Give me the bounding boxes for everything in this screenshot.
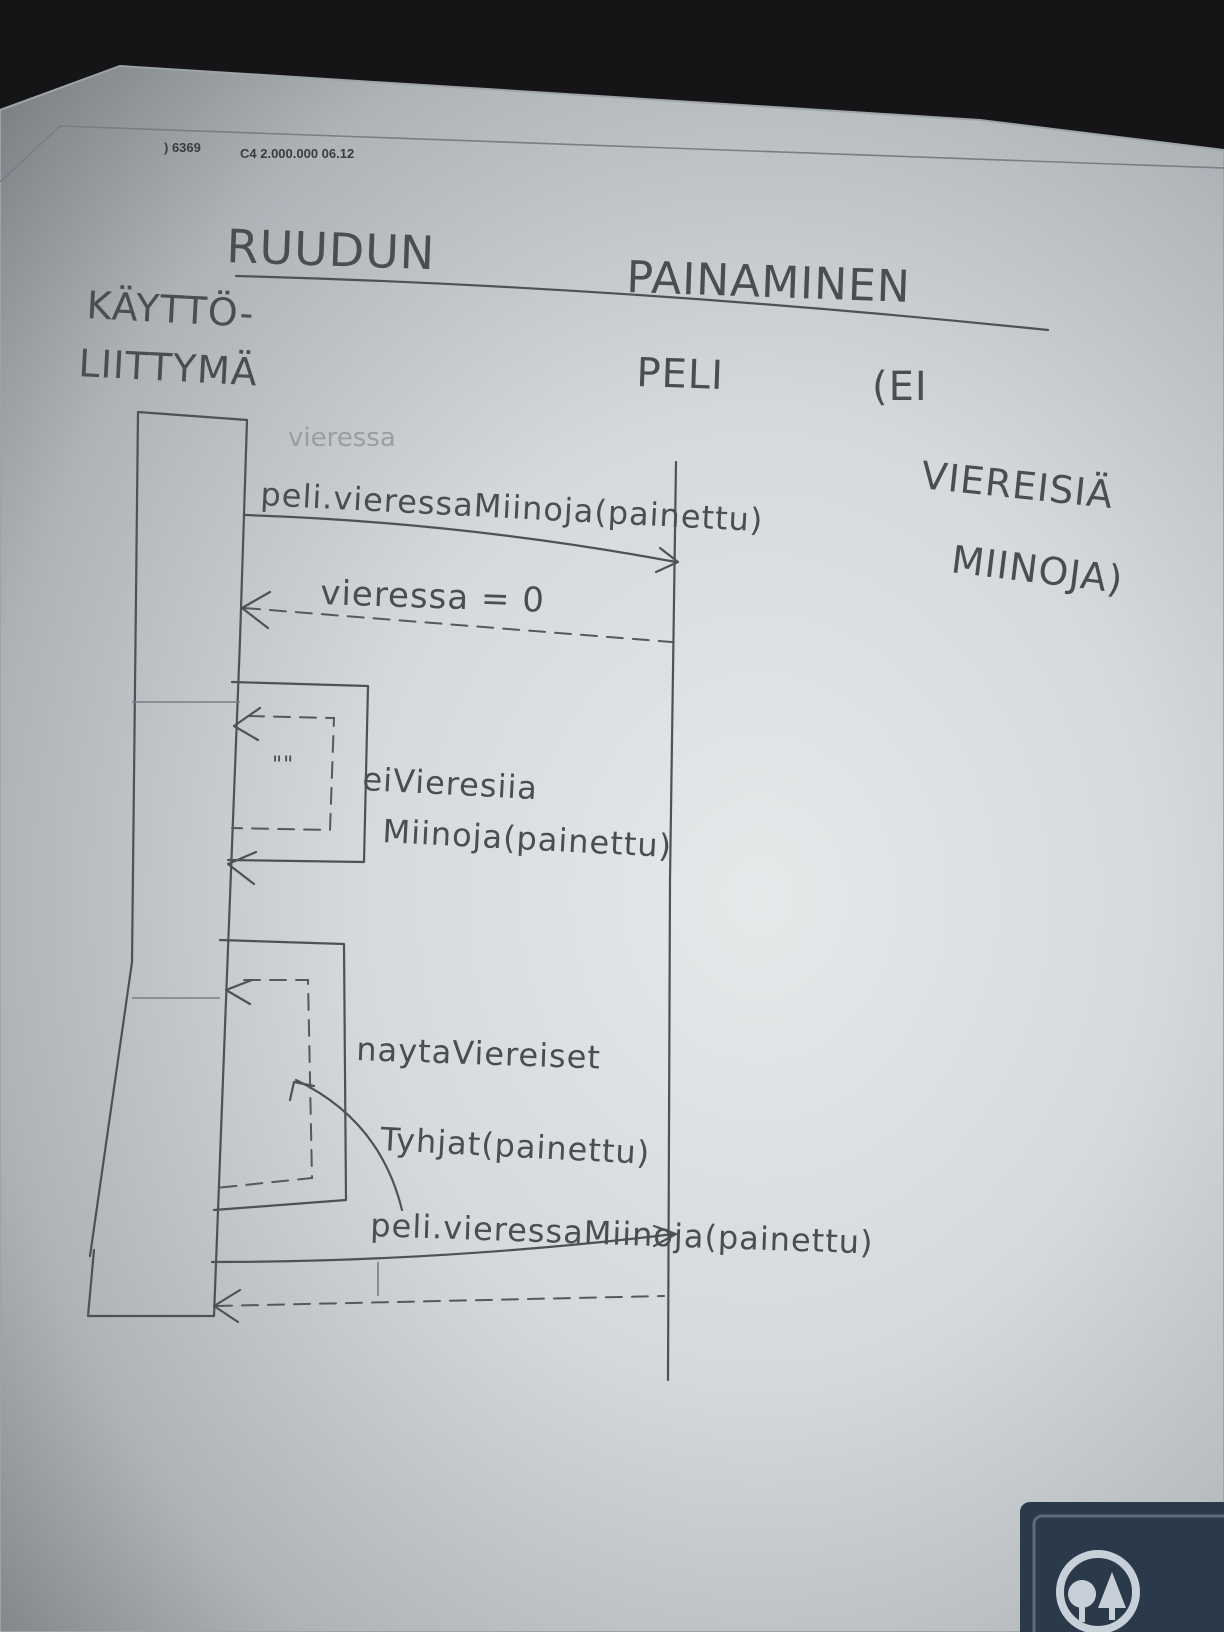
title-underline	[234, 274, 1050, 332]
erased-text: vieressa	[288, 423, 396, 453]
self-call-2-label-line2: Tyhjat(painettu)	[379, 1120, 652, 1172]
self-call-2-curve	[294, 1078, 404, 1212]
self-call-1-label-line2: Miinoja(painettu)	[382, 812, 673, 865]
paper-edge	[0, 64, 1224, 1632]
participant-ui-line1: KÄYTTÖ-	[86, 283, 256, 336]
self-return-2-head	[224, 978, 254, 1006]
call-arrow-1	[242, 513, 678, 564]
return-arrow-1	[243, 607, 673, 643]
call-label-1: peli.vieressaMiinoja(painettu)	[260, 475, 765, 539]
game-lifeline	[666, 460, 678, 1382]
self-call-box-2	[212, 938, 348, 1212]
self-call-1-head	[226, 850, 258, 886]
recycle-tree-icon	[1056, 1550, 1140, 1632]
self-call-1-label-line1: eiVieresiia	[362, 760, 539, 807]
call-arrow-2	[210, 1232, 676, 1264]
ui-lifeline-faint-marks	[132, 701, 240, 999]
corner-badge	[1020, 1502, 1224, 1632]
dark-background	[0, 0, 1224, 150]
note-line2: VIEREISIÄ	[919, 453, 1116, 517]
self-return-1-head	[232, 706, 262, 742]
printed-code-right: C4 2.000.000 06.12	[240, 146, 354, 161]
diagram-title-left: RUUDUN	[226, 219, 437, 280]
call-arrow-2-head	[652, 1224, 678, 1248]
participant-ui-line2: LIITTYMÄ	[78, 341, 259, 394]
underlying-sheet-edge	[0, 125, 1224, 183]
return-label-1: vieressa = 0	[320, 573, 546, 621]
note-line3: MIINOJA)	[949, 537, 1126, 602]
return-arrow-2	[215, 1295, 665, 1307]
return-arrow-1-head	[240, 590, 272, 630]
self-return-2	[215, 979, 314, 1189]
return-arrow-2-head	[212, 1288, 242, 1324]
ui-activation-box	[86, 410, 249, 1318]
self-return-1	[231, 715, 336, 832]
participant-game: PELI	[636, 350, 725, 399]
self-call-box-1	[226, 680, 370, 864]
self-call-2-label-line1: naytaViereiset	[356, 1030, 602, 1077]
call-label-2: peli.vieressaMiinoja(painettu)	[370, 1206, 874, 1262]
self-call-2-curve-head	[288, 1080, 316, 1102]
printed-code-left: ) 6369	[164, 140, 201, 155]
diagram-title-right: PAINAMINEN	[626, 252, 912, 313]
call-arrow-1-head	[654, 546, 680, 574]
note-line1: (EI	[872, 364, 928, 410]
self-return-1-label: ""	[272, 753, 294, 778]
